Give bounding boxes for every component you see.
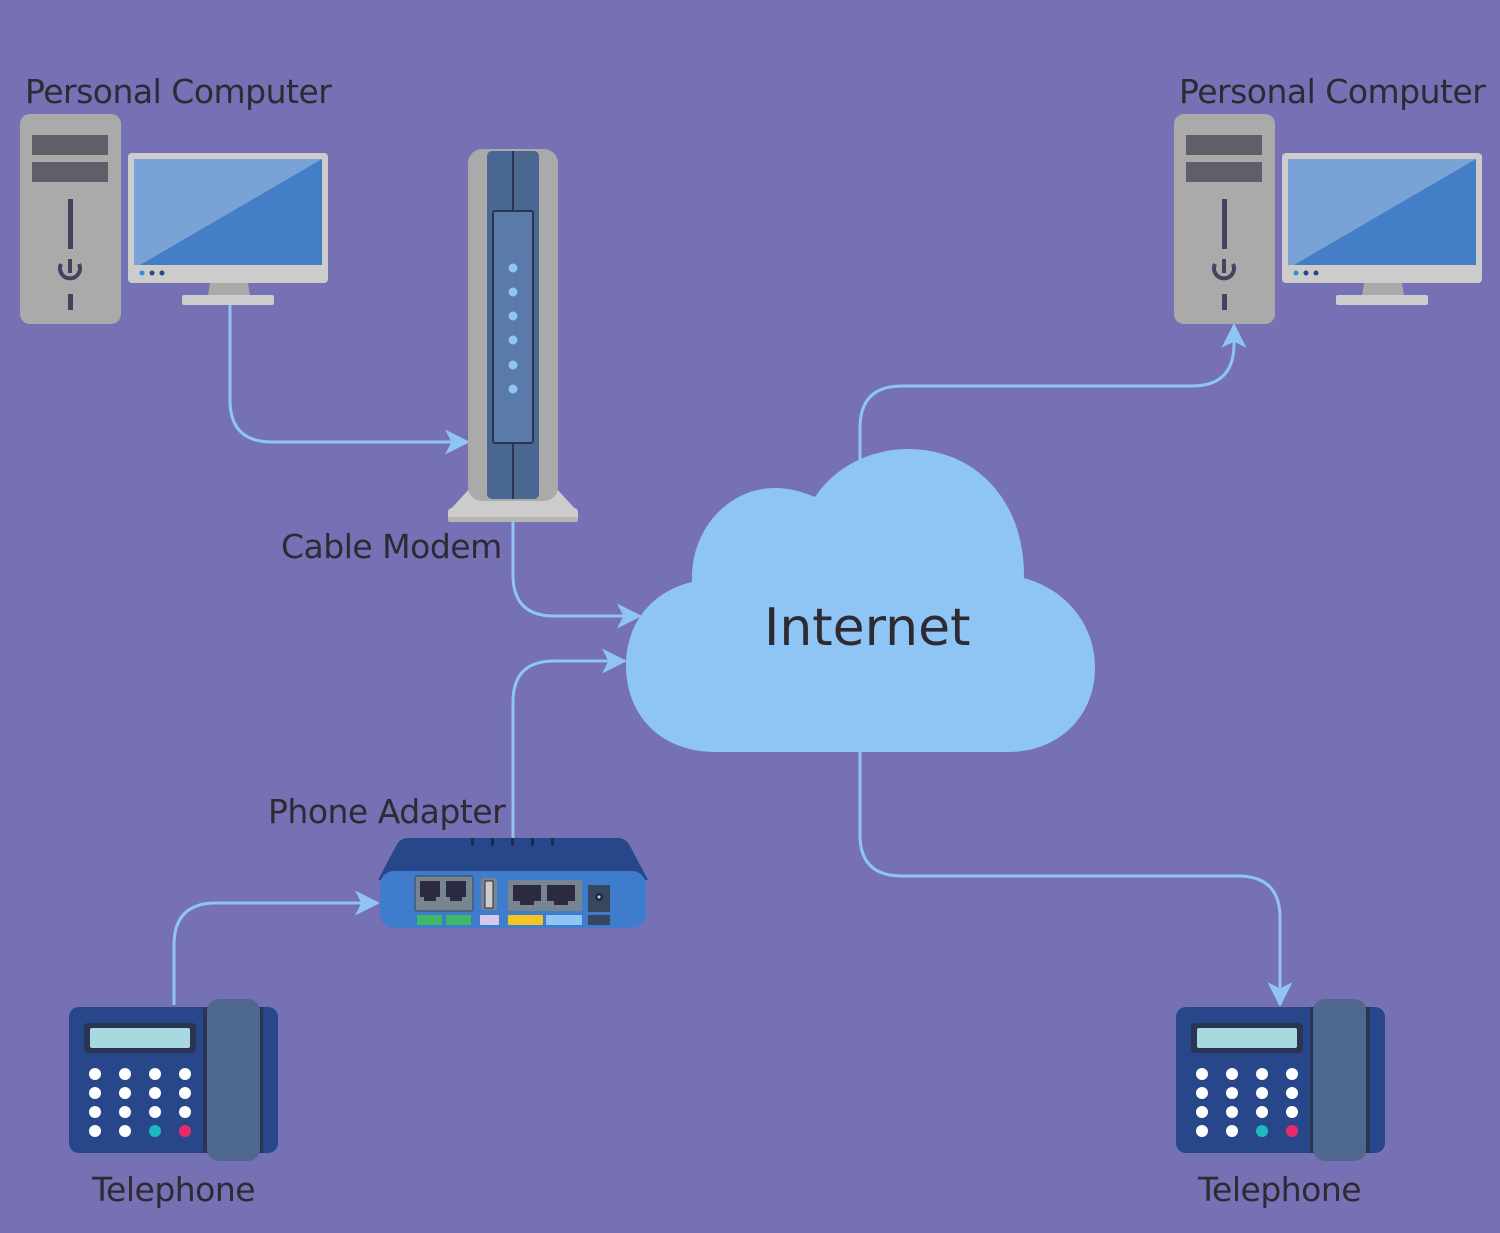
telephone-left-label: Telephone bbox=[92, 1170, 256, 1209]
telephone-right-icon[interactable] bbox=[1176, 999, 1385, 1161]
connector-telephone-to-adapter bbox=[172, 890, 381, 1005]
connector-pc-to-modem bbox=[228, 305, 471, 455]
connector-internet-to-pc bbox=[858, 322, 1247, 460]
telephone-right-label: Telephone bbox=[1198, 1170, 1362, 1209]
internet-cloud-icon[interactable] bbox=[626, 449, 1095, 752]
cable-modem-label: Cable Modem bbox=[281, 527, 502, 566]
phone-adapter-icon[interactable] bbox=[378, 838, 648, 928]
connector-adapter-to-internet bbox=[511, 648, 628, 838]
cable-modem-icon[interactable] bbox=[448, 149, 578, 522]
personal-computer-right-icon[interactable] bbox=[1174, 114, 1482, 324]
internet-label: Internet bbox=[764, 598, 971, 658]
connector-modem-to-internet bbox=[511, 522, 643, 629]
phone-adapter-label: Phone Adapter bbox=[268, 792, 506, 831]
personal-computer-left-icon[interactable] bbox=[20, 114, 328, 324]
pc-right-label: Personal Computer bbox=[1179, 72, 1486, 111]
pc-left-label: Personal Computer bbox=[25, 72, 332, 111]
connector-internet-to-telephone bbox=[858, 752, 1293, 1008]
telephone-left-icon[interactable] bbox=[69, 999, 278, 1161]
